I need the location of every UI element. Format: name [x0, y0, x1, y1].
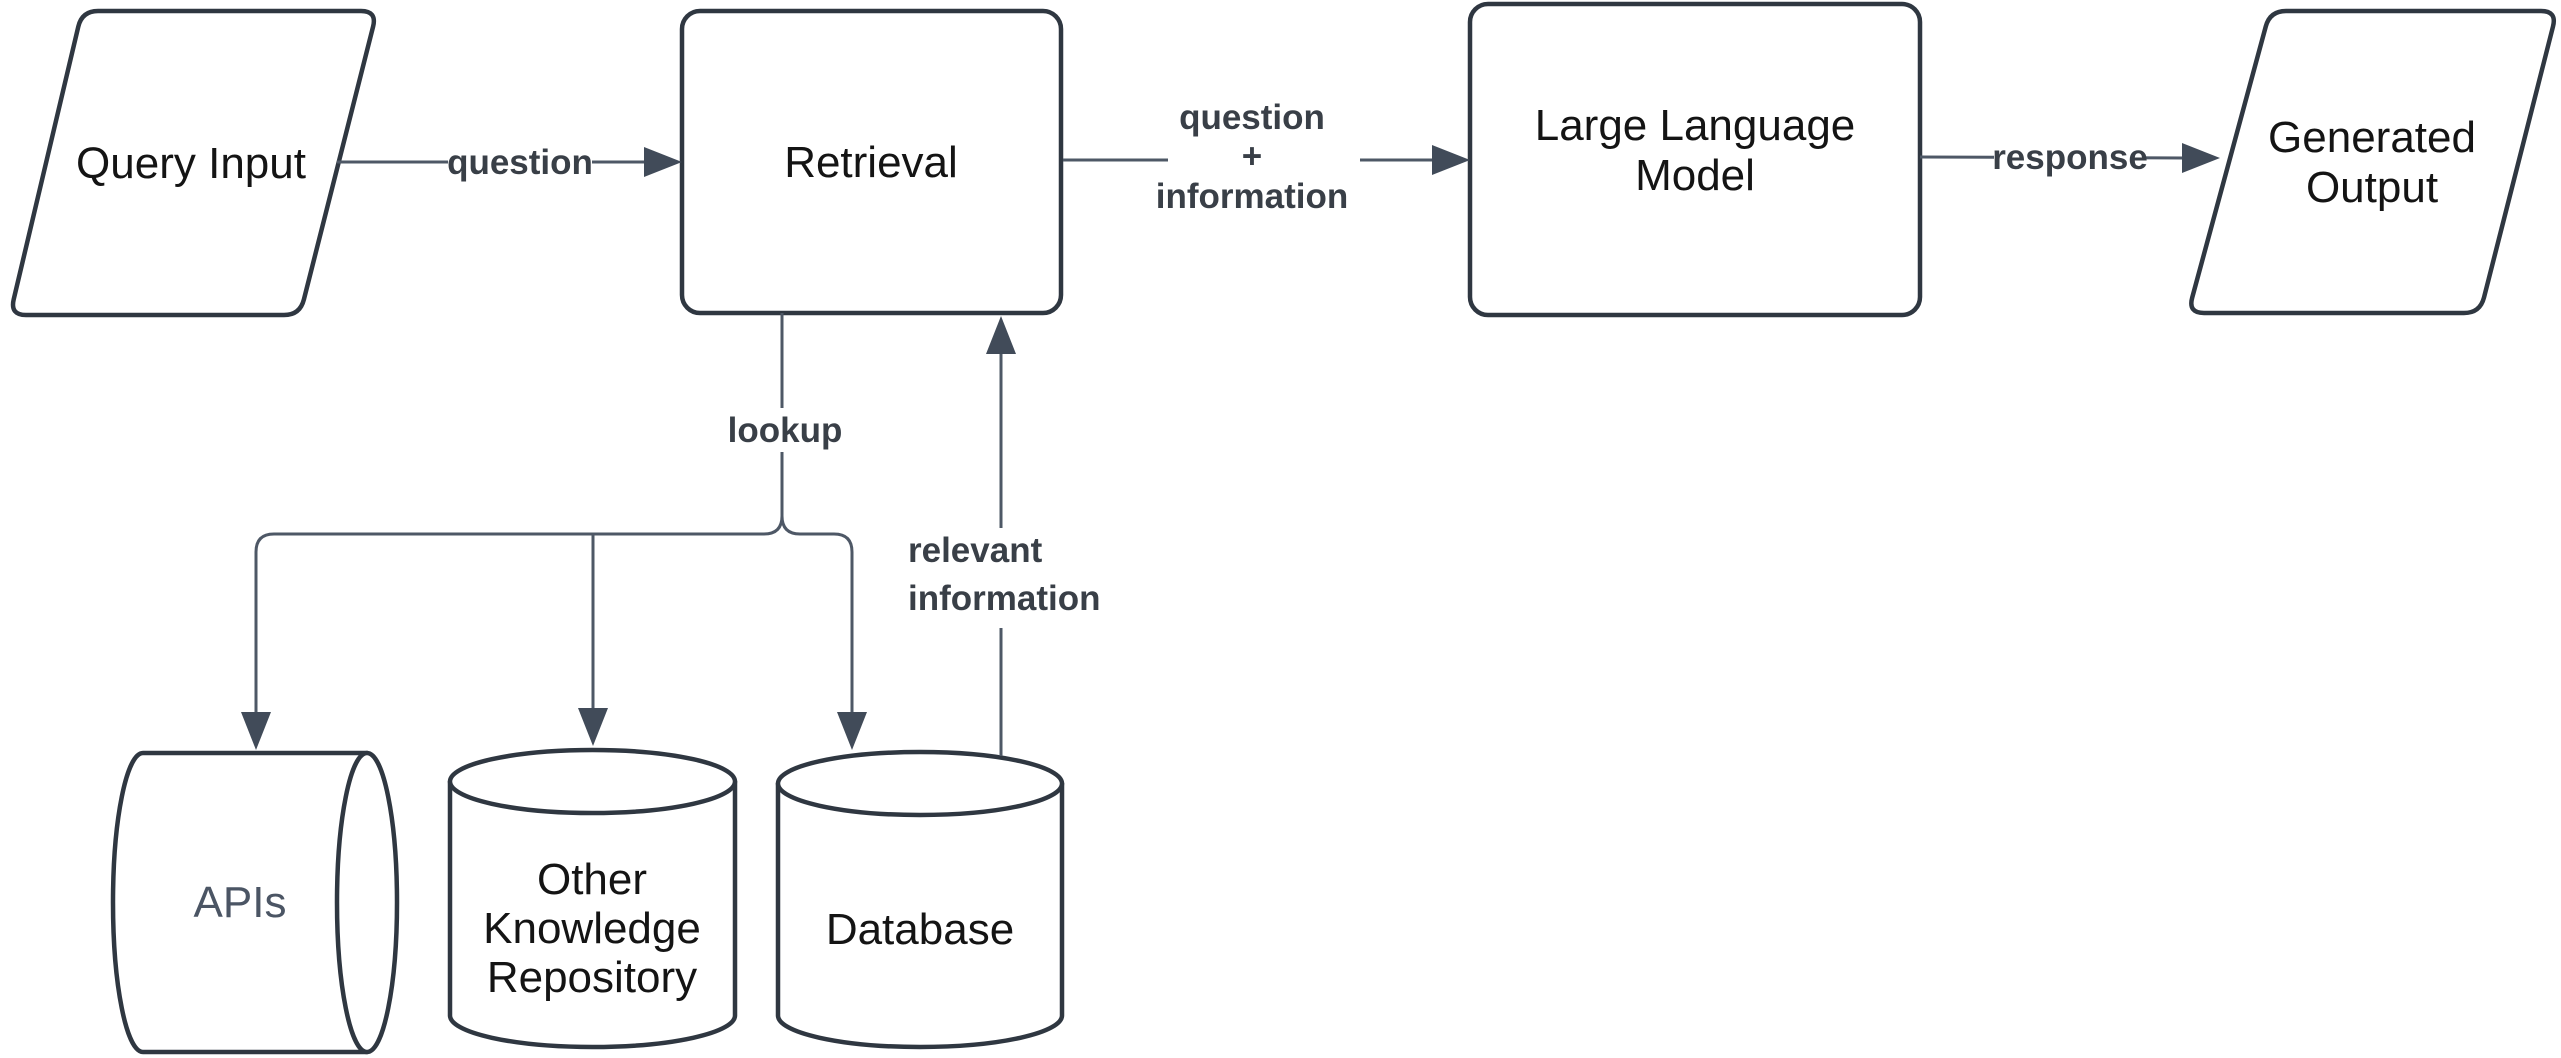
arrowhead-lookup-database: [837, 712, 867, 750]
apis-cylinder-end-ellipse: [334, 750, 400, 1055]
llm-node: [1467, 1, 1923, 318]
response-edge-label: response: [1992, 138, 2148, 177]
query-input-node: [10, 8, 377, 318]
okr-label-line3: Repository: [487, 953, 697, 1002]
database-label: Database: [826, 905, 1014, 954]
okr-cylinder-top-ellipse: [447, 747, 738, 816]
arrowhead-response: [2182, 143, 2220, 173]
other-knowledge-repository-cylinder: [447, 747, 738, 1050]
relevant-information-label-bg: [903, 528, 1105, 628]
question-label-bg: [448, 140, 592, 184]
apis-cylinder: [110, 750, 400, 1055]
arrowhead-question: [644, 147, 682, 177]
relevant-information-edge-label-line1: relevant: [908, 531, 1043, 570]
lookup-edge-label: lookup: [728, 411, 843, 450]
relevant-information-edge-label-line2: information: [908, 579, 1100, 618]
database-cylinder-top-ellipse: [775, 749, 1065, 818]
lookup-label-bg: [729, 408, 841, 452]
query-input-label: Query Input: [76, 139, 306, 188]
edge-lookup-middle: [578, 534, 608, 746]
response-label-bg: [1994, 135, 2146, 179]
edge-lookup-left: [241, 313, 784, 750]
arrowhead-lookup-apis: [241, 712, 271, 750]
question-information-edge-label-line3: information: [1156, 177, 1348, 216]
arrowhead-lookup-okr: [578, 708, 608, 746]
question-information-edge-label-line1: question: [1179, 98, 1325, 137]
generated-output-node: [2189, 8, 2556, 316]
generated-output-label-line1: Generated: [2268, 113, 2476, 162]
arrowhead-relevant-information: [986, 316, 1016, 354]
apis-label: APIs: [194, 878, 287, 927]
arrowhead-question-information: [1432, 145, 1470, 175]
llm-label-line2: Model: [1635, 151, 1755, 200]
okr-label-line1: Other: [537, 855, 647, 904]
okr-label-line2: Knowledge: [483, 904, 701, 953]
llm-label-line1: Large Language: [1535, 101, 1856, 150]
retrieval-label: Retrieval: [784, 138, 958, 187]
generated-output-label-line2: Output: [2306, 163, 2438, 212]
question-information-edge-label-line2: +: [1242, 137, 1262, 176]
question-edge-label: question: [447, 143, 593, 182]
database-cylinder: [775, 749, 1065, 1050]
edge-lookup-right: [780, 515, 867, 750]
question-information-label-bg: [1168, 96, 1360, 216]
